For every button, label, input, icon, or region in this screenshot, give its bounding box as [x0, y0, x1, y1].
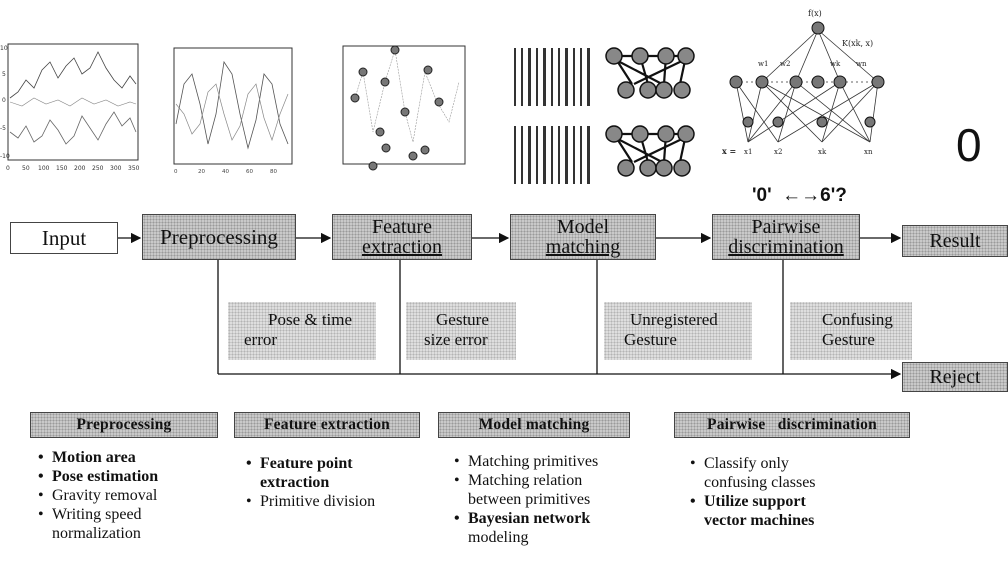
model-matching-label-line2: matching — [545, 236, 621, 258]
feature-extraction-label-line2: extraction — [362, 236, 442, 258]
svm-kernel-label: K(xk, x) — [842, 39, 873, 48]
list-item: Matching primitives — [452, 452, 598, 471]
svg-text:60: 60 — [246, 169, 253, 175]
list-item: Feature point — [244, 454, 375, 473]
svm-weight-label: w2 — [780, 60, 790, 68]
unregistered-gesture-line1: Unregistered — [630, 310, 718, 329]
plot1-x-tick: 150 — [56, 165, 68, 172]
gesture-size-error-line2: size error — [424, 330, 488, 349]
plot1-y-tick: -5 — [0, 125, 6, 132]
signal-plot-thumbnail: 0 50 100 150 200 250 300 350 10 5 0 -5 -… — [0, 43, 140, 172]
model-matching-box: Model matching — [510, 214, 656, 260]
svm-input-vector-label: x = — [722, 146, 736, 156]
detail-header-preprocessing: Preprocessing — [30, 412, 218, 438]
detail-list-pairwise: Classify only confusing classes Utilize … — [688, 454, 816, 530]
list-item: Pose estimation — [36, 467, 158, 486]
gesture-size-error-line1: Gesture — [436, 310, 489, 329]
svm-input-label: x1 — [744, 148, 752, 156]
detail-header-feature-extraction: Feature extraction — [234, 412, 420, 438]
smoothed-plot-thumbnail: 0 20 40 60 80 — [173, 47, 293, 175]
plot1-y-tick: 0 — [2, 97, 6, 104]
feature-extraction-box: Feature extraction — [332, 214, 472, 260]
pose-time-error-line1: Pose & time — [268, 310, 353, 329]
svm-input-label: xk — [818, 148, 827, 156]
svm-weight-label: wk — [830, 60, 841, 68]
detail-header-pairwise: Pairwise discrimination — [674, 412, 910, 438]
pose-time-error-line2: error — [244, 330, 278, 349]
confusing-gesture-line2: Gesture — [822, 330, 875, 349]
detail-list-model-matching: Matching primitives Matching relation be… — [452, 452, 598, 547]
svm-network-thumbnail: f(x) K(xk, x) w1 w2 wk wn x = x1 x2 xk x… — [722, 9, 885, 156]
gesture-size-error-tag: Gesture size error — [406, 302, 516, 360]
model-matching-label-line1: Model — [556, 216, 610, 238]
svg-text:20: 20 — [198, 169, 205, 175]
svg-text:40: 40 — [222, 169, 229, 175]
plot1-x-tick: 200 — [74, 165, 86, 172]
svm-input-label: xn — [864, 148, 873, 156]
unregistered-gesture-line2: Gesture — [624, 330, 677, 349]
svg-text:80: 80 — [270, 169, 277, 175]
list-item: Bayesian network — [452, 509, 598, 528]
svm-weight-label: w1 — [758, 60, 768, 68]
list-item: confusing classes — [704, 474, 816, 491]
pairwise-discrimination-box: Pairwise discrimination — [712, 214, 860, 260]
plot1-x-tick: 300 — [110, 165, 122, 172]
detail-header-model-matching: Model matching — [438, 412, 630, 438]
feature-points-thumbnail — [342, 45, 466, 171]
plot1-y-tick: -10 — [0, 153, 10, 160]
plot1-x-tick: 250 — [92, 165, 104, 172]
plot1-x-tick: 0 — [6, 165, 10, 172]
list-item: Primitive division — [244, 492, 375, 511]
plot1-x-tick: 350 — [128, 165, 140, 172]
result-label: Result — [929, 230, 981, 252]
reject-box: Reject — [902, 362, 1008, 392]
input-label: Input — [41, 226, 87, 250]
detail-list-feature-extraction: Feature point extraction Primitive divis… — [244, 454, 375, 511]
svm-input-label: x2 — [774, 148, 782, 156]
bayesian-network-thumbnail — [512, 46, 695, 184]
svm-output-label: f(x) — [808, 9, 822, 18]
confusing-gesture-tag: Confusing Gesture — [790, 302, 912, 360]
list-item: Gravity removal — [36, 486, 158, 505]
list-item: between primitives — [468, 491, 591, 508]
preprocessing-label: Preprocessing — [160, 225, 278, 249]
output-digit: 0 — [956, 119, 982, 171]
list-item: normalization — [52, 525, 141, 542]
unregistered-gesture-tag: Unregistered Gesture — [604, 302, 752, 360]
pose-time-error-tag: Pose & time error — [228, 302, 376, 360]
plot1-y-tick: 5 — [2, 71, 6, 78]
list-item: Writing speed — [36, 505, 158, 524]
result-box: Result — [902, 225, 1008, 257]
list-item: Classify only — [688, 454, 816, 473]
preprocessing-box: Preprocessing — [142, 214, 296, 260]
feature-extraction-label-line1: Feature — [372, 216, 432, 238]
svg-text:0: 0 — [174, 169, 178, 175]
plot1-y-tick: 10 — [0, 45, 8, 52]
reject-label: Reject — [929, 366, 981, 388]
plot1-x-tick: 50 — [22, 165, 30, 172]
input-box: Input — [10, 222, 118, 254]
list-item: Motion area — [36, 448, 158, 467]
confusing-gesture-line1: Confusing — [822, 310, 893, 329]
list-item: Matching relation — [452, 471, 598, 490]
list-item: Utilize support — [688, 492, 816, 511]
list-item: vector machines — [704, 512, 815, 529]
svm-weight-label: wn — [856, 60, 867, 68]
list-item: extraction — [260, 474, 330, 491]
pairwise-label-line1: Pairwise — [751, 216, 821, 238]
pairwise-label-line2: discrimination — [728, 236, 844, 258]
detail-list-preprocessing: Motion area Pose estimation Gravity remo… — [36, 448, 158, 543]
confusion-label: '0' ←→6'? — [752, 185, 847, 206]
list-item: modeling — [468, 529, 529, 546]
plot1-x-tick: 100 — [38, 165, 50, 172]
